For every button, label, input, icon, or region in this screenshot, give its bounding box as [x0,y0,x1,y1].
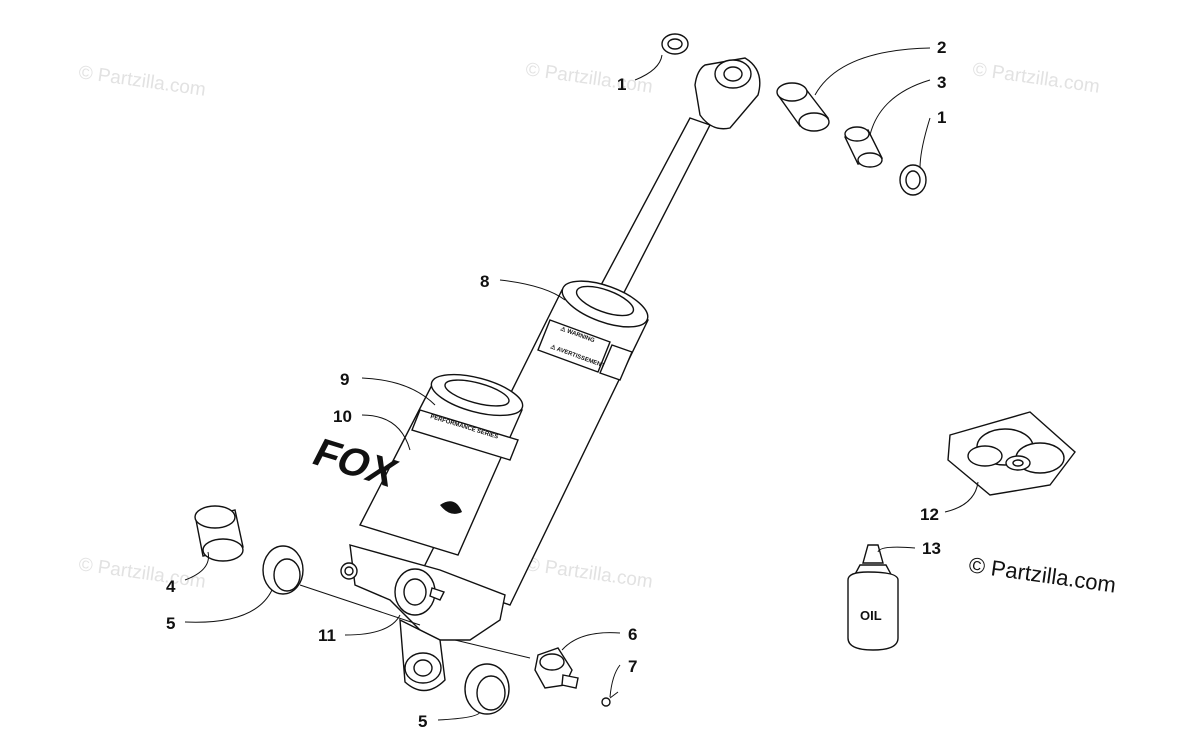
watermark-text: © Partzilla.com [77,554,207,593]
upper-eyelet [694,57,761,130]
watermark-text: © Partzilla.com [971,59,1101,98]
callout-10: 10 [333,407,352,426]
callout-11: 11 [318,626,336,645]
callout-8: 8 [480,272,489,291]
adjuster-part-11 [394,568,445,616]
callout-4: 4 [166,577,176,596]
fox-tail-icon [440,501,462,514]
spacer-part-3 [844,126,884,168]
oil-label: OIL [860,608,882,623]
oil-bottle-part-13: OIL [847,544,899,651]
shock-body-part-8: ⚠ WARNING ⚠ AVERTISSEMENT [419,280,649,606]
screw-part-7 [601,691,619,707]
callout-7: 7 [628,657,637,676]
callout-1-top: 1 [617,75,626,94]
bushing-part-5-left [262,545,304,595]
copyright-text: © Partzilla.com [967,552,1117,597]
bushing-part-5-bottom [464,663,510,715]
shock-shaft [590,117,711,311]
washer-part-1-right [899,164,927,196]
seal-kit-part-12 [947,411,1076,496]
callout-9: 9 [340,370,349,389]
washer-part-1-top [661,33,689,55]
callout-1-right: 1 [937,108,946,127]
watermark-text: © Partzilla.com [524,59,654,98]
callout-5-left: 5 [166,614,175,633]
callout-3: 3 [937,73,946,92]
watermark-text: © Partzilla.com [524,554,654,593]
bushing-part-2 [776,82,830,132]
bushing-part-4 [194,505,244,562]
callout-12: 12 [920,505,939,524]
leader-lines [184,47,979,721]
callout-2: 2 [937,38,946,57]
reservoir-part-9-10: PERFORMANCE SERIES FOX [306,373,524,556]
watermark-text: © Partzilla.com [77,62,207,101]
callout-numbers: 1 2 3 1 8 9 10 4 5 11 6 7 5 12 13 [166,38,946,731]
callout-5-bottom: 5 [418,712,427,731]
callout-6: 6 [628,625,637,644]
callout-13: 13 [922,539,941,558]
nut-part-6 [534,647,579,689]
